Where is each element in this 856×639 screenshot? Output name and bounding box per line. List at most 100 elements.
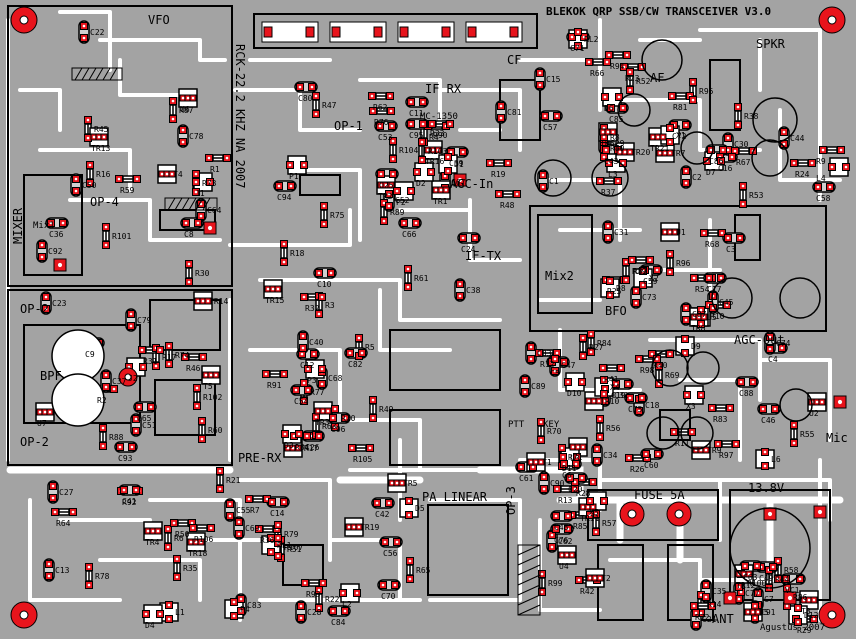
ref-tr14: TR14 — [209, 297, 229, 306]
ref-p2: P2 — [396, 198, 406, 207]
ref-c82: C82 — [348, 360, 363, 369]
drill-hole — [685, 393, 689, 397]
drill-hole — [368, 446, 372, 450]
drill-hole — [622, 65, 626, 69]
ref-r10: R10 — [710, 312, 725, 321]
drill-hole — [375, 501, 379, 505]
crystal-outline — [329, 21, 387, 43]
ref-r61: R61 — [414, 274, 429, 283]
op3-label: OP-3 — [504, 486, 518, 515]
hatched-areas — [71, 67, 541, 616]
ref-r1: R1 — [210, 165, 220, 174]
ref-c5: C5 — [550, 369, 560, 378]
drill-hole — [140, 348, 144, 352]
ref-c24: C24 — [461, 245, 476, 254]
drill-hole — [291, 446, 295, 450]
ref-c55: C55 — [236, 506, 251, 515]
drill-hole — [684, 318, 688, 322]
drill-hole — [792, 441, 796, 445]
drill-hole — [699, 611, 703, 615]
ref-d2: D2 — [416, 179, 426, 188]
drill-hole — [298, 85, 302, 89]
drill-hole — [104, 243, 108, 247]
drill-hole — [195, 404, 199, 408]
ref-r32: R32 — [305, 304, 320, 313]
ref-c18: C18 — [645, 401, 660, 410]
ref-c32: C32 — [614, 391, 629, 400]
drill-hole — [391, 157, 395, 161]
drill-hole — [473, 236, 477, 240]
ref-r5: R5 — [365, 343, 375, 352]
ref-r8: R8 — [610, 133, 620, 142]
ref-r25: R25 — [607, 287, 622, 296]
drill-hole — [393, 583, 397, 587]
author-label: Agustus 2007 — [760, 623, 826, 633]
ref-c41: C41 — [122, 497, 137, 506]
ref-d8: D8 — [616, 284, 626, 293]
ref-c13: C13 — [55, 566, 70, 575]
drill-hole — [406, 285, 410, 289]
ref-u2: U2 — [809, 409, 819, 418]
drill-hole — [92, 135, 96, 139]
ref-r2: R2 — [97, 396, 107, 405]
drill-hole — [598, 435, 602, 439]
drill-hole — [589, 350, 593, 354]
drill-hole — [436, 148, 440, 152]
drill-hole — [302, 295, 306, 299]
drill-hole — [619, 366, 623, 370]
drill-hole — [301, 346, 305, 350]
drill-hole — [628, 150, 632, 154]
drill-hole — [719, 159, 723, 163]
drill-hole — [167, 344, 171, 348]
ref-c94: C94 — [277, 193, 292, 202]
drill-hole — [561, 455, 565, 459]
drill-hole — [830, 165, 834, 169]
drill-hole — [265, 497, 269, 501]
drill-hole — [294, 388, 298, 392]
drill-hole — [186, 96, 190, 100]
ref-c58: C58 — [816, 194, 831, 203]
drill-hole — [656, 135, 660, 139]
drill-hole — [763, 464, 767, 468]
drill-hole — [576, 445, 580, 449]
ref-r100: R100 — [747, 579, 767, 588]
drill-hole — [314, 112, 318, 116]
drill-hole — [144, 612, 148, 616]
drill-hole — [141, 365, 145, 369]
ref-tr10: TR10 — [600, 397, 620, 406]
ref-d6: D6 — [604, 104, 614, 113]
mix1-box — [23, 174, 83, 276]
ref-c25: C25 — [379, 181, 394, 190]
drill-hole — [129, 312, 133, 316]
drill-hole — [322, 222, 326, 226]
ref-c65: C65 — [137, 414, 152, 423]
ref-r85: R85 — [573, 522, 588, 531]
drill-hole — [519, 465, 523, 469]
drill-hole — [624, 260, 628, 264]
drill-hole — [550, 533, 554, 537]
drill-hole — [347, 525, 351, 529]
drill-hole — [737, 585, 741, 589]
drill-hole — [761, 407, 765, 411]
drill-hole — [601, 130, 605, 134]
crystal-pad — [467, 26, 477, 38]
drill-hole — [550, 545, 554, 549]
ref-vc1: VC1 — [785, 586, 800, 595]
drill-hole — [461, 236, 465, 240]
ref-r49: R49 — [379, 405, 394, 414]
drill-hole — [129, 324, 133, 328]
drill-hole — [379, 172, 383, 176]
drill-hole — [191, 526, 195, 530]
ref-r80: R80 — [610, 144, 625, 153]
drill-hole — [515, 192, 519, 196]
ref-r27: R27 — [589, 343, 604, 352]
drill-hole — [609, 106, 613, 110]
drill-hole — [606, 236, 610, 240]
drill-hole — [282, 372, 286, 376]
drill-hole — [172, 521, 176, 525]
drill-hole — [426, 148, 430, 152]
ref-r7: R7 — [250, 506, 260, 515]
ref-x3: X3 — [686, 402, 696, 411]
drill-hole — [156, 529, 160, 533]
drill-hole — [726, 136, 730, 140]
